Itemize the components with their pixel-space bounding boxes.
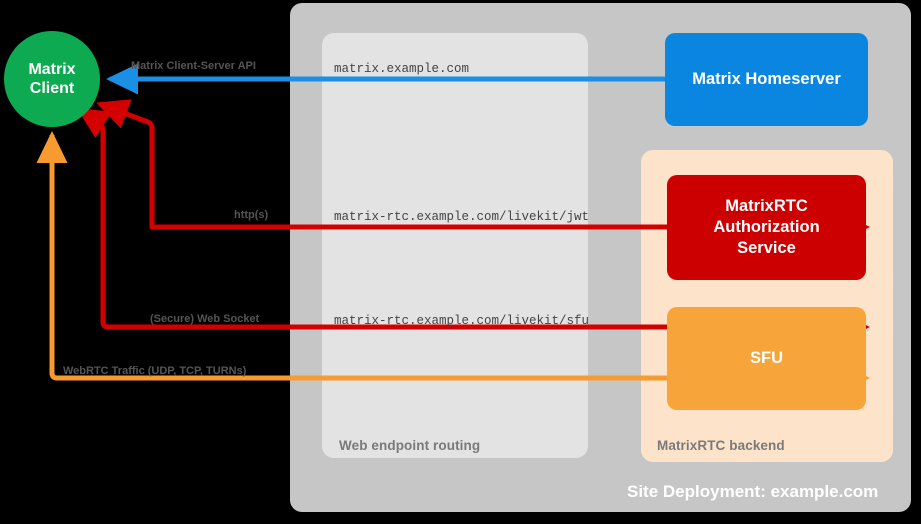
edge-label-webrtc-traffic: WebRTC Traffic (UDP, TCP, TURNs) [63,365,247,377]
endpoint-matrix-example-com: matrix.example.com [334,62,470,76]
node-matrix-homeserver[interactable]: Matrix Homeserver [665,33,868,126]
auth-service-line2: Authorization [713,218,820,236]
endpoint-livekit-sfu: matrix-rtc.example.com/livekit/sfu [334,314,590,328]
endpoint-livekit-jwt: matrix-rtc.example.com/livekit/jwt [334,210,590,224]
edge-label-client-server-api: Matrix Client-Server API [131,60,256,72]
edge-jwt-http [96,99,665,230]
node-matrixrtc-authorization-service[interactable]: MatrixRTC Authorization Service [667,175,866,280]
node-sfu[interactable]: SFU [667,307,866,410]
matrix-homeserver-label: Matrix Homeserver [692,70,841,88]
node-matrix-client[interactable]: Matrix Client [4,31,100,127]
edge-label-websocket: (Secure) Web Socket [150,313,260,325]
auth-service-line3: Service [737,239,796,257]
auth-service-line1: MatrixRTC [725,197,808,215]
edge-sfu-websocket [76,107,665,330]
matrix-client-line1: Matrix [28,61,76,78]
web-endpoint-routing-container [322,33,588,458]
edge-label-http: http(s) [234,209,269,221]
edge-webrtc-traffic [36,130,665,381]
auth-service-label: MatrixRTC Authorization Service [713,196,819,259]
site-deployment-label: Site Deployment: example.com [627,482,879,501]
web-endpoint-routing-label: Web endpoint routing [339,438,481,453]
sfu-label: SFU [750,349,783,367]
matrixrtc-backend-label: MatrixRTC backend [657,438,785,453]
matrix-client-line2: Client [29,80,75,97]
